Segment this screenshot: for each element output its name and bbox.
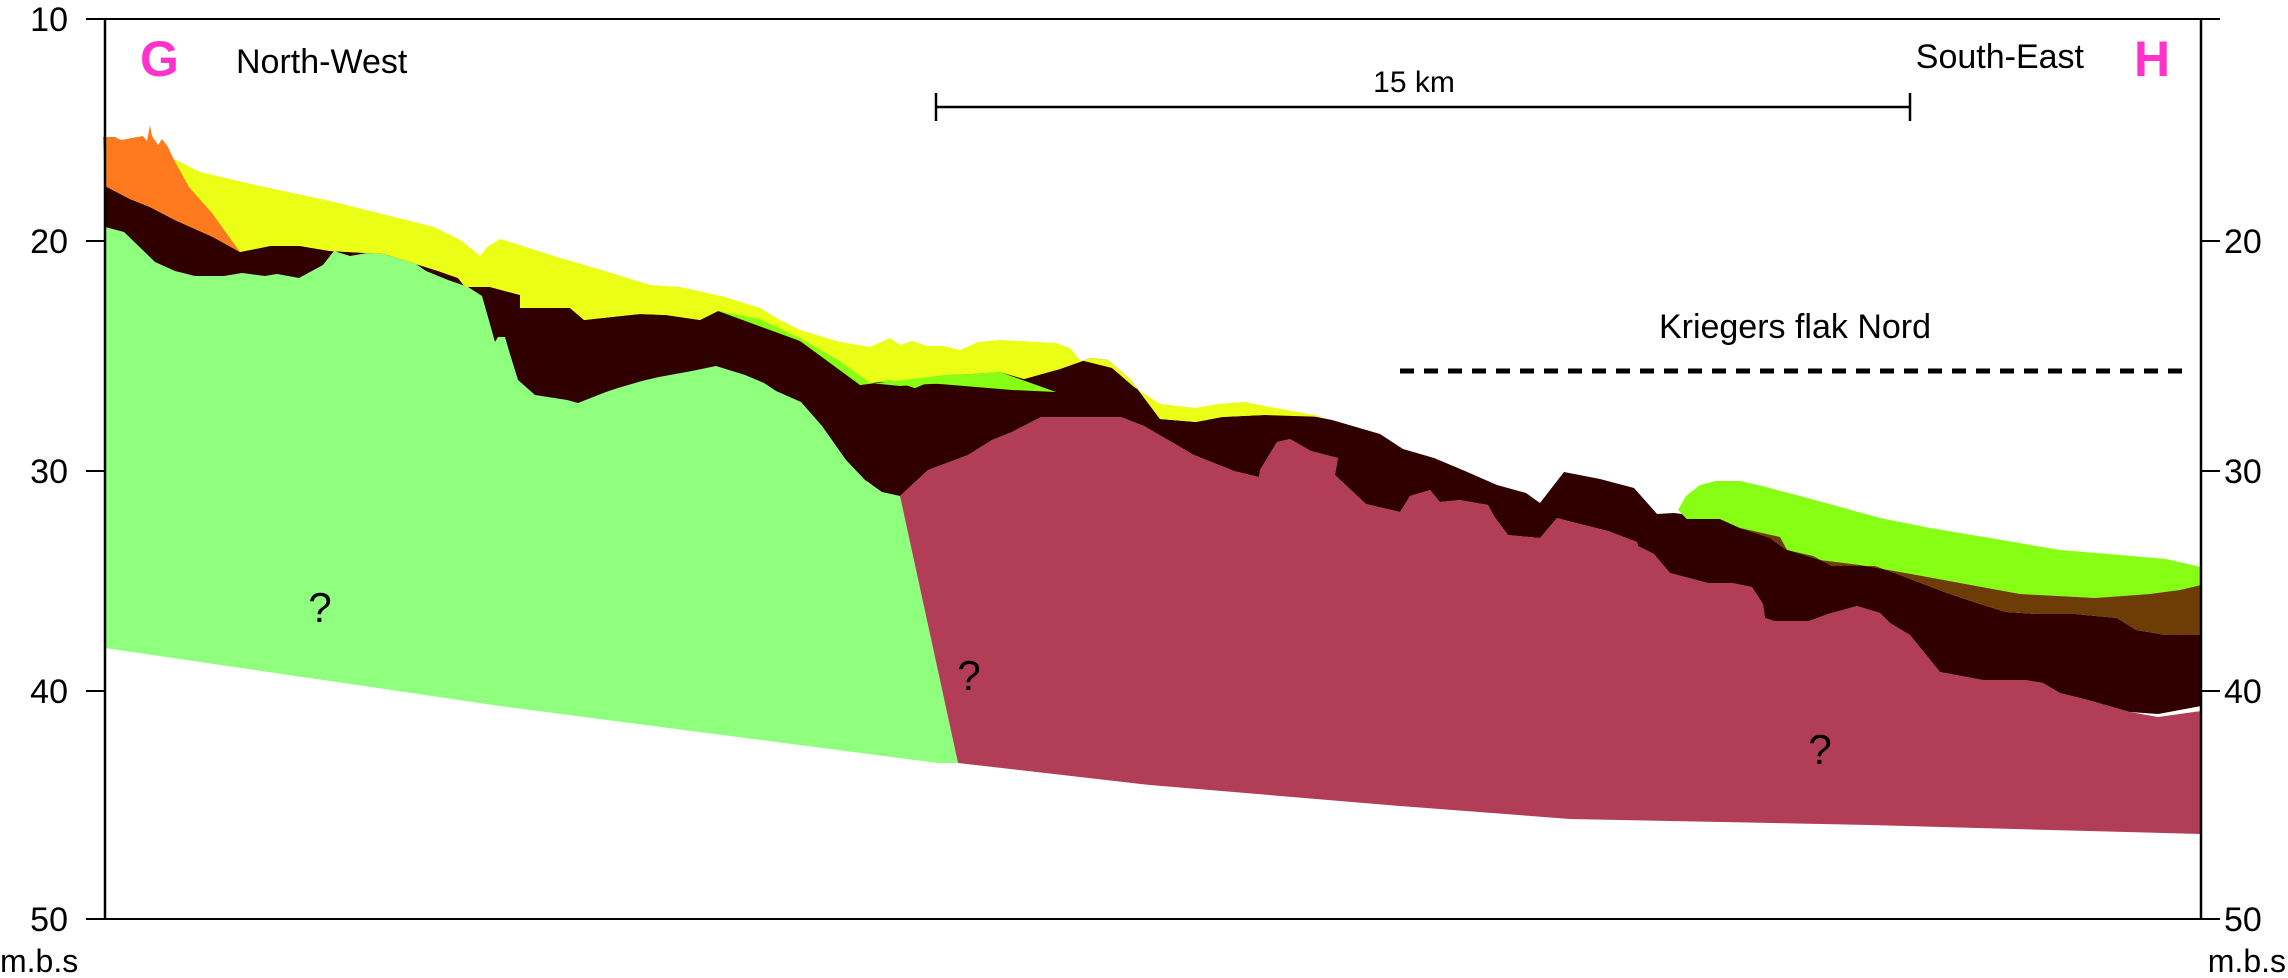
unknown-marker-center: ?: [957, 652, 980, 699]
scale-bar-label: 15 km: [1373, 66, 1455, 99]
scale-bar: [934, 93, 1912, 121]
dark-brown-unit: [105, 186, 2201, 714]
red-unit: [900, 417, 2201, 834]
left-tick-label-50: 50: [30, 901, 68, 939]
endpoint-label-h: H: [2134, 31, 2170, 87]
right-tick-label-50: 50: [2224, 901, 2262, 939]
left-tick-label-10: 10: [30, 1, 68, 39]
unit-label-left: m.b.s: [0, 943, 78, 978]
direction-label-south-east: South-East: [1916, 38, 2085, 76]
unknown-marker-right: ?: [1808, 726, 1831, 773]
right-tick-label-40: 40: [2224, 673, 2262, 711]
bright-green-unit-right: [1678, 481, 2201, 598]
right-tick-label-20: 20: [2224, 223, 2262, 261]
unit-label-right: m.b.s: [2208, 943, 2286, 978]
brown-unit-right: [1687, 519, 2201, 635]
left-tick-label-30: 30: [30, 453, 68, 491]
endpoint-label-g: G: [140, 31, 179, 87]
bright-green-unit-middle-wedge: [718, 311, 1056, 392]
site-label: Kriegers flak Nord: [1659, 308, 1931, 346]
left-tick-label-20: 20: [30, 223, 68, 261]
direction-label-north-west: North-West: [236, 43, 408, 81]
light-green-unit: [105, 227, 958, 763]
left-tick-label-40: 40: [30, 673, 68, 711]
orange-unit: [103, 125, 240, 252]
yellow-unit: [120, 156, 1325, 422]
bright-green-unit-middle: [718, 311, 1056, 392]
unknown-marker-left: ?: [308, 584, 331, 631]
right-tick-label-30: 30: [2224, 453, 2262, 491]
